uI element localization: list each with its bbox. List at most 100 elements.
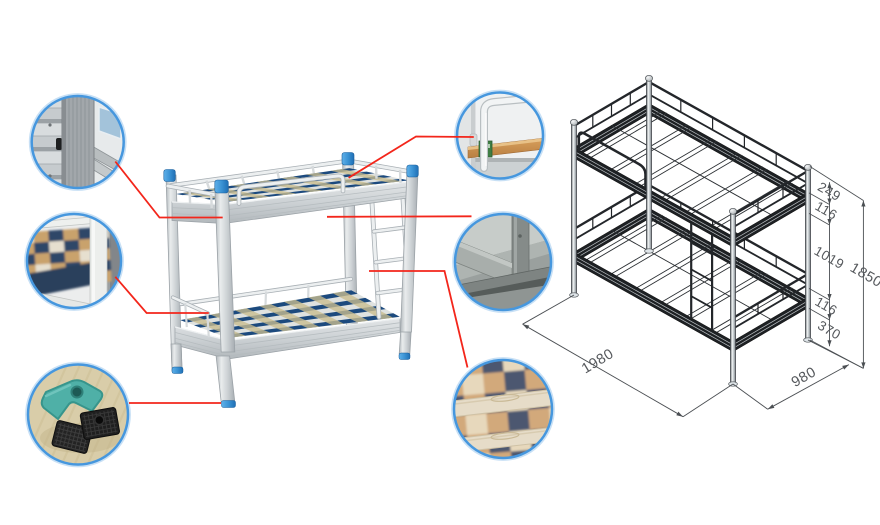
- detail-line: [732, 199, 809, 245]
- detail-path: [237, 174, 345, 205]
- detail-rect: [514, 214, 517, 310]
- detail-line: [808, 288, 830, 301]
- detail-line: [732, 195, 809, 241]
- detail-polygon: [454, 388, 552, 418]
- dimension-lines: [522, 166, 866, 418]
- detail-polygon: [170, 343, 183, 369]
- detail-line: [731, 272, 810, 320]
- callout-ring: [452, 358, 554, 460]
- detail-line: [573, 150, 734, 241]
- detail-line: [682, 383, 734, 418]
- callout-ring: [26, 363, 130, 466]
- detail-line: [522, 294, 575, 325]
- detail-polygon: [827, 314, 832, 320]
- detail-ellipse: [644, 248, 654, 254]
- callout-ring: [30, 94, 125, 190]
- detail-circle: [48, 123, 52, 127]
- detail-line: [82, 410, 115, 418]
- callout-ring-glow: [24, 211, 124, 311]
- detail-circle: [71, 386, 83, 398]
- detail-rect: [33, 241, 50, 254]
- detail-polygon: [522, 324, 530, 330]
- detail-line: [264, 291, 268, 306]
- detail-polygon: [235, 308, 295, 332]
- post-cap: [214, 179, 229, 194]
- detail-polygon: [827, 294, 832, 300]
- detail-line: [648, 93, 809, 185]
- callout-photo-frame-joint-photo: [455, 214, 551, 310]
- detail-line: [809, 166, 864, 201]
- detail-line: [166, 184, 224, 198]
- callout-photo-guardrail-photo: [457, 93, 543, 178]
- detail-polygon: [767, 404, 775, 410]
- detail-line: [732, 182, 809, 229]
- detail-rect: [48, 229, 64, 242]
- detail-line: [522, 323, 684, 418]
- callout-bed-corner-photo: [24, 211, 124, 311]
- detail-polygon: [455, 240, 512, 268]
- detail-line: [611, 124, 771, 215]
- detail-rect: [34, 252, 51, 265]
- dimension-drawing: [569, 74, 813, 387]
- detail-line: [171, 296, 210, 315]
- detail-line: [206, 313, 210, 338]
- detail-line: [690, 295, 713, 309]
- callout-ring: [453, 212, 553, 312]
- detail-line: [573, 106, 650, 152]
- detail-polygon: [308, 295, 369, 323]
- detail-path: [481, 94, 543, 171]
- drawing-post-back: [644, 74, 654, 254]
- detail-line: [573, 154, 734, 245]
- detail-polygon: [861, 362, 866, 369]
- detail-rect: [62, 96, 66, 188]
- detail-rect: [646, 80, 652, 252]
- callout-ring-glow: [25, 361, 131, 468]
- detail-line: [808, 213, 830, 226]
- detail-rect: [461, 373, 485, 396]
- detail-line: [350, 160, 414, 174]
- detail-rect: [481, 360, 504, 374]
- detail-rect: [48, 240, 65, 253]
- detail-line: [103, 411, 109, 434]
- detail-rect: [503, 369, 527, 392]
- detail-line: [87, 413, 93, 437]
- detail-line: [573, 214, 650, 260]
- detail-polygon: [827, 340, 832, 347]
- detail-line: [111, 409, 117, 433]
- detail-ellipse: [645, 74, 653, 82]
- group: [79, 407, 121, 440]
- detail-ellipse: [570, 118, 578, 126]
- leader-post-profile: [114, 160, 223, 219]
- detail-line: [372, 226, 407, 233]
- detail-rect: [49, 251, 66, 264]
- detail-polygon: [827, 219, 832, 225]
- detail-line: [169, 159, 350, 187]
- detail-line: [731, 169, 810, 217]
- detail-line: [83, 414, 89, 438]
- detail-line: [55, 435, 87, 445]
- detail-line: [808, 192, 830, 205]
- detail-line: [53, 443, 85, 453]
- detail-line: [732, 303, 809, 349]
- detail-polygon: [259, 304, 320, 329]
- detail-line: [732, 383, 768, 410]
- detail-rect: [528, 407, 551, 430]
- detail-rect: [482, 371, 506, 394]
- detail-rect: [27, 253, 36, 266]
- detail-rect: [571, 124, 577, 296]
- detail-rect: [27, 242, 35, 255]
- detail-line: [85, 430, 118, 438]
- detail-circle: [70, 385, 84, 399]
- detail-polygon: [827, 198, 832, 205]
- detail-rect: [32, 119, 64, 123]
- callout-ring-glow: [28, 93, 127, 191]
- detail-line: [56, 431, 88, 441]
- leader-guardrail: [348, 135, 474, 179]
- post-cap: [163, 169, 176, 182]
- leader-bed-corner: [114, 276, 209, 314]
- detail-line: [573, 110, 650, 156]
- detail-line: [42, 365, 98, 464]
- detail-line: [91, 413, 97, 436]
